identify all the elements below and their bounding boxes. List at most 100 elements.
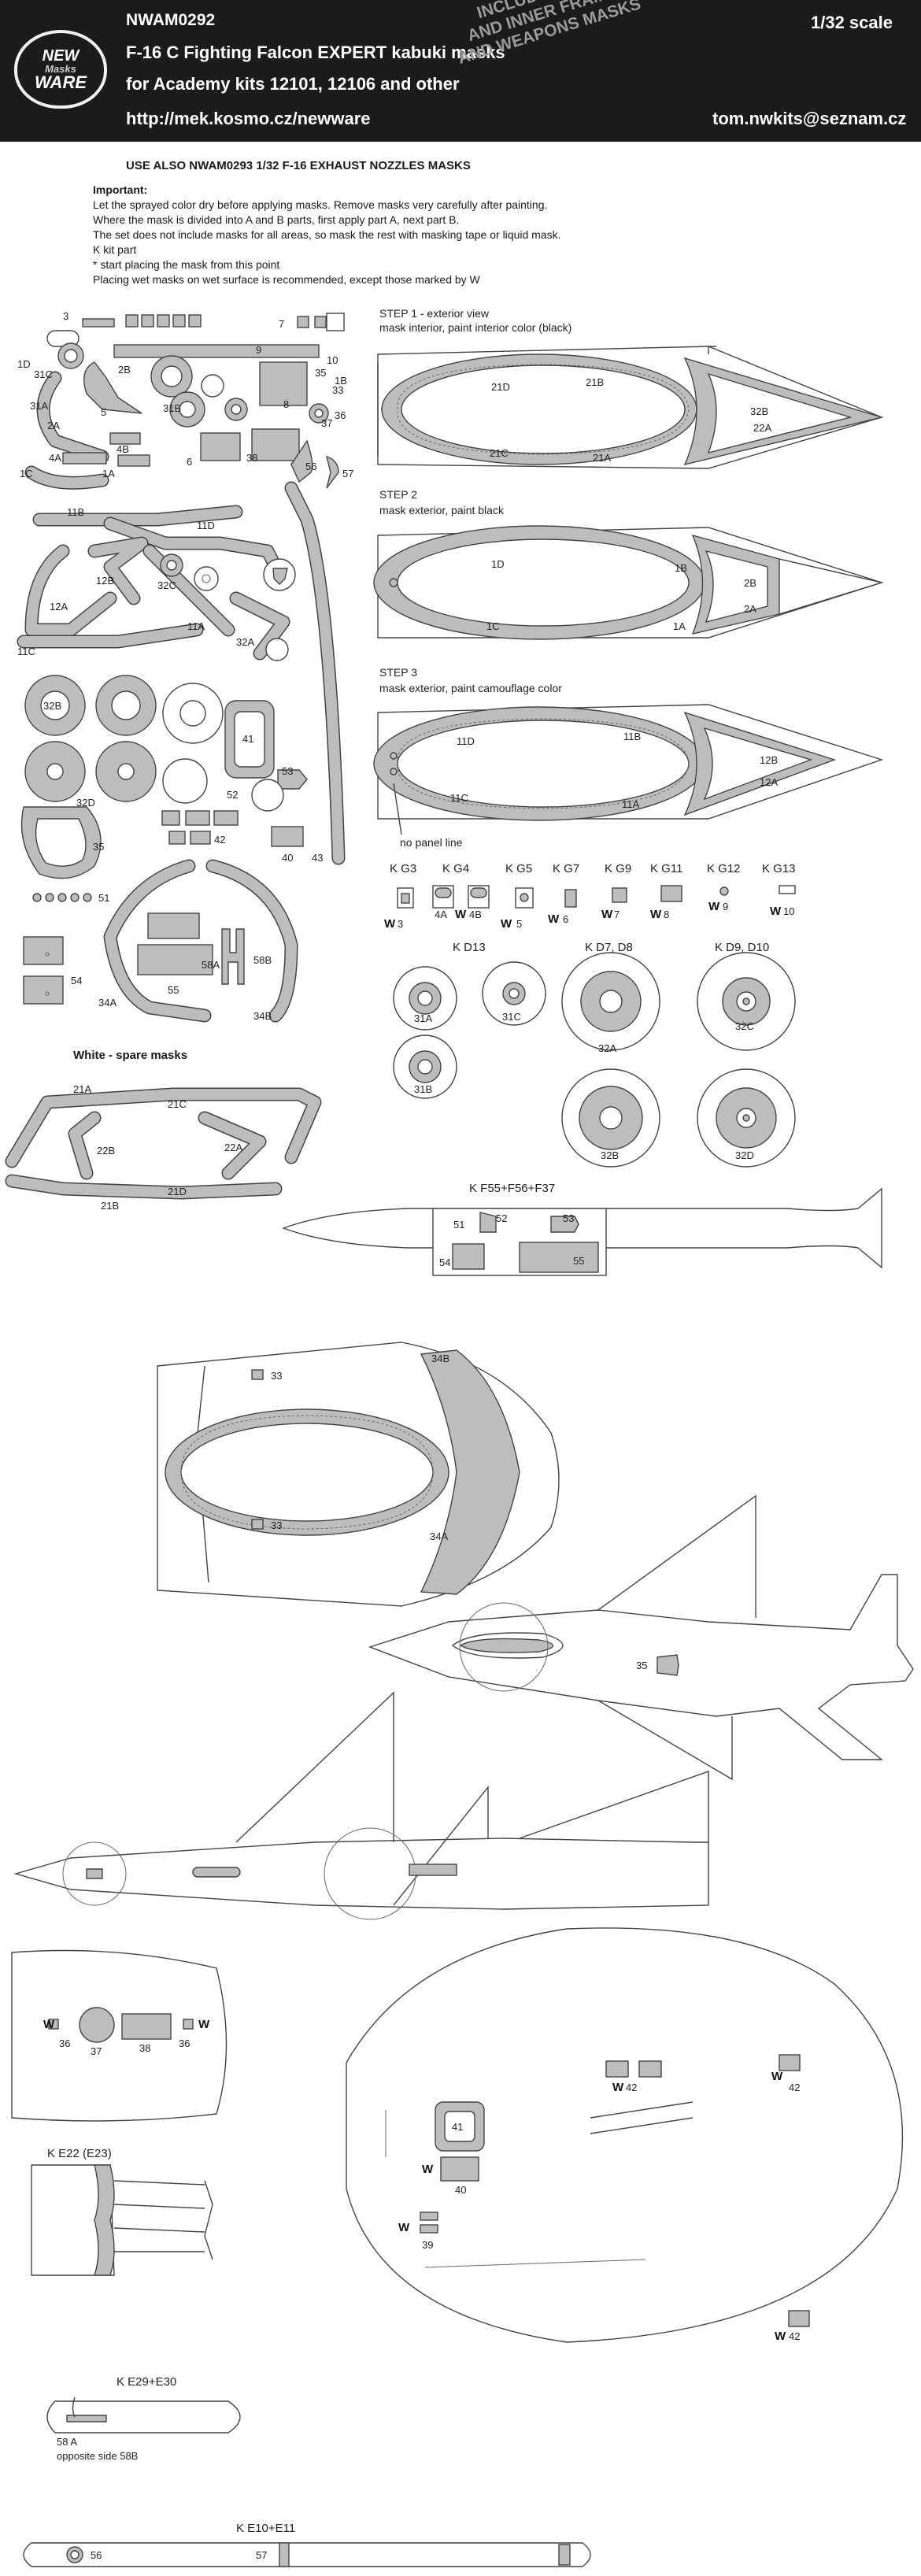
wheel-label: 32A bbox=[598, 1042, 616, 1054]
wet-marker: W bbox=[601, 908, 613, 921]
instruction-line: K kit part bbox=[93, 243, 137, 256]
sheet-label: 43 bbox=[312, 852, 323, 864]
wet-marker: W bbox=[775, 2330, 786, 2343]
step-label-group: 21D 21B 21C 21A 32B 22A 1D 1B 1C 1A 2B 2… bbox=[450, 376, 778, 810]
panel-left-drawing bbox=[11, 1949, 227, 2122]
wheel-label: 32C bbox=[735, 1020, 754, 1032]
kit-part-label-group: K G3 K G4 K G5 K G7 K G9 K G11 K G12 K G… bbox=[384, 862, 796, 931]
panel-label: 42 bbox=[789, 2082, 800, 2093]
step-label: 12A bbox=[760, 776, 778, 788]
sheet-label: 1A bbox=[102, 468, 115, 479]
kit-code: K G9 bbox=[605, 862, 631, 875]
sheet-label: 8 bbox=[283, 398, 289, 410]
step-label: 11A bbox=[622, 798, 639, 810]
step-label: 12B bbox=[760, 754, 778, 766]
step2-title: STEP 2 bbox=[379, 488, 417, 501]
wheel-label: 32D bbox=[735, 1149, 754, 1161]
product-subtitle: for Academy kits 12101, 12106 and other bbox=[126, 74, 460, 94]
sheet-label: 58A bbox=[202, 959, 220, 971]
no-panel-line-note: no panel line bbox=[400, 836, 463, 849]
kit-code: K E10+E11 bbox=[236, 2522, 295, 2535]
sheet-label: 11B bbox=[67, 506, 84, 518]
tank-label: 51 bbox=[453, 1219, 464, 1231]
kit-part-label: 6 bbox=[563, 913, 568, 925]
kit-part-label: 10 bbox=[783, 905, 794, 917]
spare-label-group: 21A 21C 22B 22A 21D 21B bbox=[73, 1083, 242, 1212]
sheet-label: 34A bbox=[98, 997, 117, 1009]
sheet-label: 52 bbox=[227, 789, 238, 801]
wet-marker: W bbox=[650, 908, 662, 921]
kit-part-label: 7 bbox=[614, 909, 620, 920]
kit-code: K G12 bbox=[707, 862, 741, 875]
kit-part-label: 3 bbox=[398, 918, 403, 930]
newware-logo: NEW Masks WARE bbox=[14, 30, 107, 109]
kit-part-label: 4A bbox=[435, 909, 447, 920]
step-label: 2A bbox=[744, 603, 756, 615]
wet-marker: W bbox=[501, 917, 512, 931]
wheel-label-group: K D13 K D7, D8 K D9, D10 31A 31C 31B 32A… bbox=[414, 941, 769, 1161]
spare-label: 22B bbox=[97, 1145, 115, 1157]
sheet-label: 35 bbox=[93, 841, 104, 853]
wet-marker: W bbox=[612, 2081, 624, 2094]
kit-code: K D13 bbox=[453, 941, 486, 954]
sheet-label: 55 bbox=[168, 984, 179, 996]
wet-marker: W bbox=[771, 2070, 783, 2083]
kit-code: K G4 bbox=[442, 862, 469, 875]
kit-part-label: 4B bbox=[469, 909, 482, 920]
canopy-step1 bbox=[377, 346, 884, 469]
canopy-label: 34A bbox=[430, 1530, 448, 1542]
canopy-detail-label-group: 33 34B 33 34A bbox=[271, 1353, 449, 1542]
kit-part-shapes bbox=[397, 885, 796, 909]
canopy-step3 bbox=[373, 704, 884, 835]
kit-part-label: 8 bbox=[664, 909, 669, 920]
spare-label: 21A bbox=[73, 1083, 91, 1095]
sheet-label: 51 bbox=[98, 892, 109, 904]
kit-code: K G11 bbox=[650, 862, 682, 875]
tank-label: 54 bbox=[439, 1257, 450, 1268]
step-label: 21D bbox=[491, 381, 510, 393]
sheet-label: 7 bbox=[279, 318, 284, 330]
kit-code: K F55+F56+F37 bbox=[469, 1182, 555, 1195]
wet-marker: W bbox=[455, 908, 467, 921]
spare-label: 21D bbox=[168, 1186, 187, 1197]
sheet-label: 3 bbox=[63, 310, 68, 322]
step-label: 1C bbox=[486, 620, 500, 632]
kit-code: K E22 (E23) bbox=[47, 2147, 112, 2160]
tank-label: 55 bbox=[573, 1255, 584, 1267]
sheet-label: 2A bbox=[47, 420, 60, 431]
sheet-label: 32A bbox=[236, 636, 254, 648]
canopy-detail-drawing bbox=[157, 1342, 560, 1607]
step3-desc: mask exterior, paint camouflage color bbox=[379, 682, 562, 694]
wheel-label: 31A bbox=[414, 1012, 432, 1024]
step-label: 1D bbox=[491, 558, 505, 570]
instructions: Important: Let the sprayed color dry bef… bbox=[93, 183, 561, 287]
panel-left-label-group: W 36 37 38 36 W bbox=[43, 2018, 210, 2057]
mask-sheet-top bbox=[24, 313, 345, 490]
website-link[interactable]: http://mek.kosmo.cz/newware bbox=[126, 109, 371, 128]
part-label: 56 bbox=[91, 2549, 102, 2561]
sheet-label: 41 bbox=[242, 733, 253, 745]
circle-masks bbox=[20, 675, 308, 1023]
kit-code: K E29+E30 bbox=[117, 2375, 176, 2389]
tank-label: 52 bbox=[496, 1212, 507, 1224]
canopy-label: 33 bbox=[271, 1370, 282, 1382]
sheet-label: 31A bbox=[30, 400, 48, 412]
sheet-label: 31B bbox=[163, 402, 181, 414]
sheet-label: 5 bbox=[101, 406, 106, 418]
kit-code: K G13 bbox=[762, 862, 796, 875]
sheet-label: 38 bbox=[246, 452, 257, 464]
wet-marker: W bbox=[770, 905, 782, 918]
panel-label: 38 bbox=[139, 2042, 150, 2054]
aircraft-bottom-drawing bbox=[13, 1691, 709, 1920]
email-link[interactable]: tom.nwkits@seznam.cz bbox=[712, 109, 907, 128]
sheet-label: 6 bbox=[187, 456, 192, 468]
spare-label: 21C bbox=[168, 1098, 187, 1110]
sheet-label: 32C bbox=[157, 579, 176, 591]
kit-code: K D9, D10 bbox=[715, 941, 769, 954]
wet-marker: W bbox=[384, 917, 396, 931]
sheet-label: 57 bbox=[342, 468, 353, 479]
sheet-label: 32D bbox=[76, 797, 95, 809]
product-title: F-16 C Fighting Falcon EXPERT kabuki mas… bbox=[126, 43, 505, 62]
sheet-label: 53 bbox=[282, 765, 293, 777]
